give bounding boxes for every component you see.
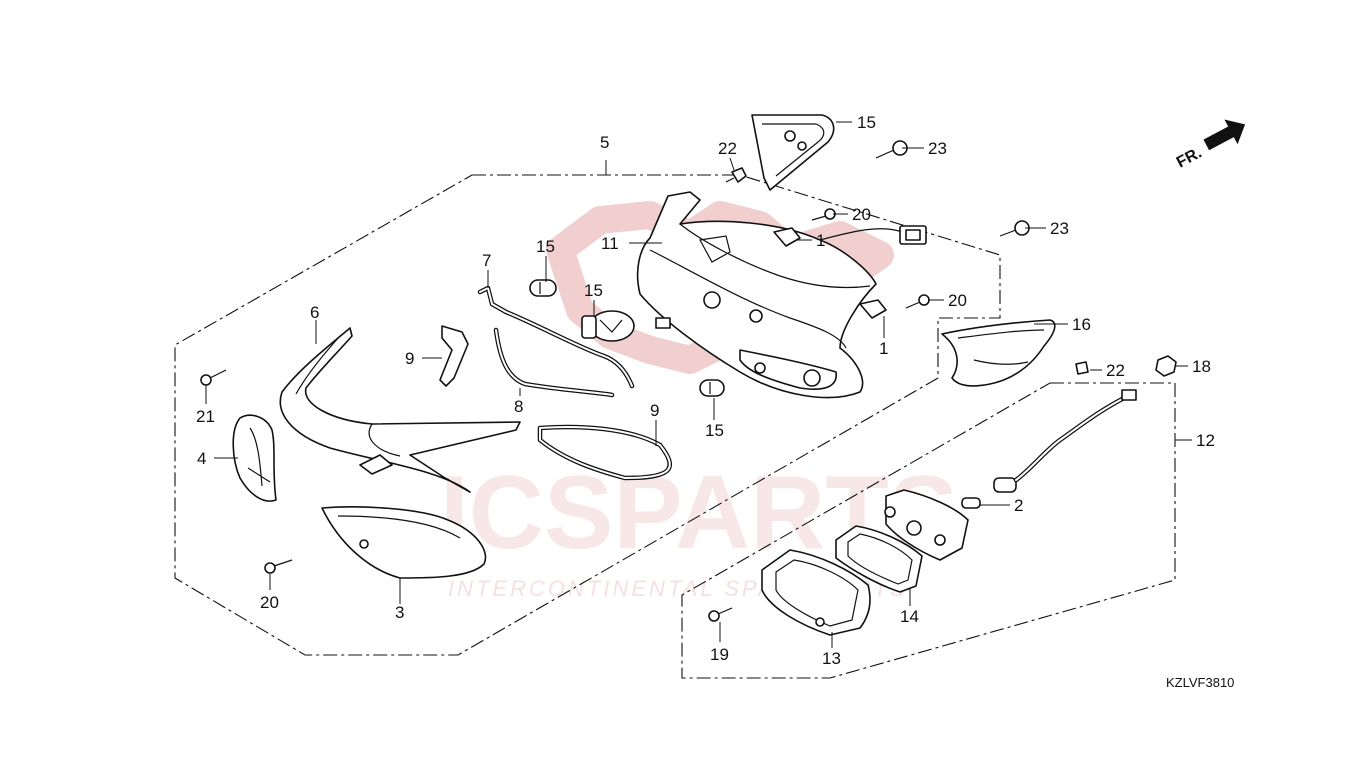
part-10-taillight-housing xyxy=(636,191,927,399)
callout-3: 3 xyxy=(395,603,404,622)
callout-5: 5 xyxy=(600,133,609,152)
callout-7: 7 xyxy=(482,251,491,270)
part-2-bulb xyxy=(961,497,981,509)
fastener-23-lower xyxy=(999,220,1030,237)
part-17-cover xyxy=(751,114,835,191)
callout-9-lower: 9 xyxy=(650,401,659,420)
fastener-21 xyxy=(200,369,227,386)
callout-22-lower: 22 xyxy=(1106,361,1125,380)
callout-23-lower: 23 xyxy=(1050,219,1069,238)
part-15-bulb-upper xyxy=(529,279,557,297)
callout-21: 21 xyxy=(196,407,215,426)
callout-9-upper: 9 xyxy=(405,349,414,368)
callout-22-upper: 22 xyxy=(718,139,737,158)
part-11-socket-assembly xyxy=(884,389,1137,561)
callout-6: 6 xyxy=(310,303,319,322)
callout-12: 13 xyxy=(822,649,841,668)
part-12-lens xyxy=(761,549,871,636)
fastener-22-upper xyxy=(725,167,747,183)
callout-18: 18 xyxy=(1192,357,1211,376)
front-direction-label: FR. xyxy=(1174,144,1205,171)
callout-1-upper: 1 xyxy=(816,231,825,250)
front-direction-indicator: FR. xyxy=(1174,119,1246,172)
part-6-upper-cover xyxy=(279,327,521,493)
callout-15-upper: 15 xyxy=(536,237,555,256)
callout-15-lower: 15 xyxy=(705,421,724,440)
clip-1-lower xyxy=(859,299,887,319)
callout-20-middle: 20 xyxy=(948,291,967,310)
part-13-gasket xyxy=(835,525,923,593)
callout-labels: 5 15 22 23 20 1 11 23 20 1 16 22 18 12 2… xyxy=(196,113,1215,668)
callout-4: 4 xyxy=(197,449,206,468)
callout-23-upper: 23 xyxy=(928,139,947,158)
callout-19: 19 xyxy=(710,645,729,664)
callout-20-upper: 20 xyxy=(852,205,871,224)
part-16-side-reflector xyxy=(941,319,1056,387)
clip-1-upper xyxy=(773,227,801,247)
part-3-lower-cover xyxy=(321,506,487,579)
callout-10: 11 xyxy=(601,234,619,253)
leader-lines xyxy=(205,121,1192,648)
part-9-clip-upper xyxy=(439,325,469,387)
part-14-bulb xyxy=(581,310,635,342)
drawing-code: KZLVF3810 xyxy=(1166,675,1234,690)
callout-16: 16 xyxy=(1072,315,1091,334)
front-arrow-icon xyxy=(1203,119,1246,151)
fastener-20-lower xyxy=(264,559,293,574)
part-4-side-reflector xyxy=(232,414,277,502)
nut-18 xyxy=(1155,355,1177,377)
fastener-20-upper xyxy=(811,208,836,221)
callout-8: 8 xyxy=(514,397,523,416)
fastener-20-middle xyxy=(905,294,930,309)
fastener-23-upper xyxy=(875,140,908,159)
fastener-19 xyxy=(708,607,733,622)
callout-1-lower: 1 xyxy=(879,339,888,358)
callout-13: 14 xyxy=(900,607,919,626)
assembly-11-outline xyxy=(681,382,1176,679)
assembly-5-outline xyxy=(174,174,1001,656)
fastener-22-lower xyxy=(1075,361,1089,375)
callout-20-lower: 20 xyxy=(260,593,279,612)
callout-17: 15 xyxy=(857,113,876,132)
part-15-bulb-lower xyxy=(699,379,725,397)
callout-2: 2 xyxy=(1014,496,1023,515)
callout-14: 15 xyxy=(584,281,603,300)
callout-11: 12 xyxy=(1196,431,1215,450)
